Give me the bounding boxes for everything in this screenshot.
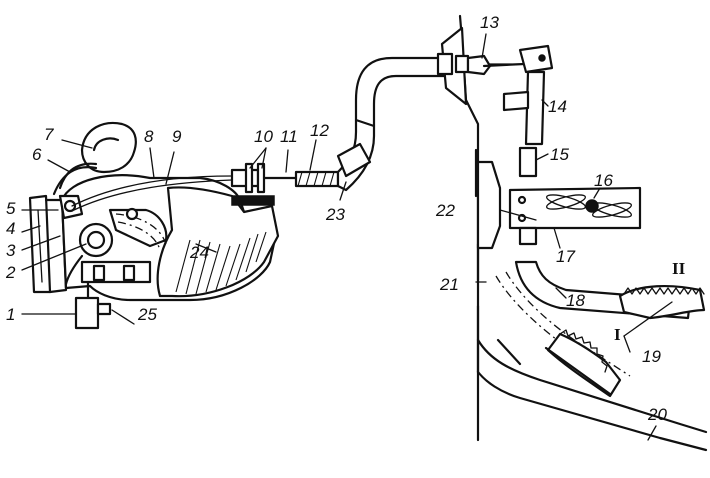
label-18: 18 [566,291,585,310]
label-23: 23 [325,205,345,224]
label-1: 1 [6,305,15,324]
label-9: 9 [172,127,182,146]
label-22: 22 [435,201,455,220]
return-spring [545,194,633,218]
cable-end-fitting [466,54,492,76]
carburetor-assembly [28,121,280,330]
bracket-block [231,195,275,206]
body-hatching [175,231,267,295]
position-labels: I II [614,259,686,344]
adjuster-nut-a [244,162,254,194]
label-2: 2 [5,263,16,282]
lever-pivot [63,199,77,213]
pedal-rod [518,146,538,178]
rod-bracket [502,90,530,112]
label-5: 5 [6,199,16,218]
label-3: 3 [6,241,16,260]
label-6: 6 [32,145,42,164]
label-11: 11 [280,127,298,146]
air-horn [80,121,137,174]
label-10: 10 [254,127,273,146]
label-15: 15 [550,145,569,164]
position-label-i: I [614,325,621,344]
upper-lever-head [518,44,554,74]
label-24: 24 [189,243,209,262]
pedal-pad-position-ii [618,284,706,320]
label-12: 12 [310,121,329,140]
label-17: 17 [556,247,575,266]
throttle-cable [71,56,446,211]
pivot-plate [508,186,642,230]
label-13: 13 [480,13,499,32]
label-8: 8 [144,127,154,146]
label-20: 20 [647,405,667,424]
label-14: 14 [548,97,567,116]
leader-lines [21,33,673,441]
label-19: 19 [642,347,661,366]
pedal-bracket [476,160,502,250]
pedal-lever-assembly [466,44,708,452]
float-chamber-housing [156,186,280,298]
intermediate-rod [524,70,546,146]
label-21: 21 [439,275,459,294]
firewall [436,14,480,442]
label-16: 16 [594,171,613,190]
label-25: 25 [137,305,157,324]
label-4: 4 [6,219,15,238]
base-flange [80,260,152,284]
label-7: 7 [44,125,54,144]
sheath-collar [336,142,372,178]
part-labels: 1 2 3 4 5 6 7 8 9 10 11 12 13 14 15 16 1… [5,13,667,424]
position-label-ii: II [672,259,686,278]
pedal-pad-position-i [546,332,622,398]
drain-plug [74,296,100,330]
